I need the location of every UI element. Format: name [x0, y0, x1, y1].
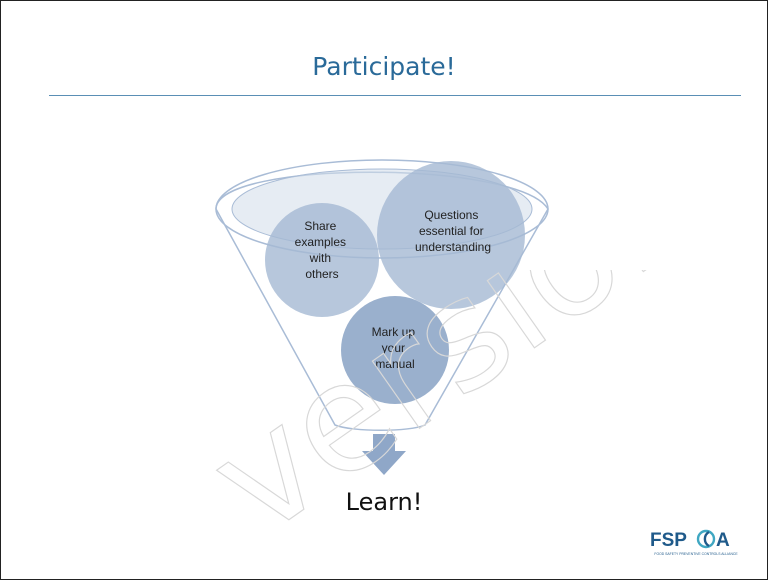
- down-arrow-icon: [362, 434, 406, 475]
- label-share-examples: Share examples with others: [295, 219, 350, 281]
- fspca-logo: FSP A FOOD SAFETY PREVENTIVE CONTROLS AL…: [650, 529, 738, 556]
- title-divider: [49, 95, 741, 96]
- svg-text:A: A: [716, 530, 730, 551]
- label-mark-up: Mark up your manual: [372, 325, 419, 371]
- learn-label: Learn!: [345, 488, 423, 516]
- svg-text:FOOD SAFETY PREVENTIVE CONTROL: FOOD SAFETY PREVENTIVE CONTROLS ALLIANCE: [654, 552, 738, 556]
- circle-mark-up: [341, 296, 449, 404]
- circle-questions: [377, 161, 525, 309]
- circle-share-examples: [265, 203, 379, 317]
- slide-title: Participate!: [312, 52, 456, 81]
- label-questions: Questions essential for understanding: [415, 208, 491, 254]
- svg-text:FSP: FSP: [650, 530, 687, 551]
